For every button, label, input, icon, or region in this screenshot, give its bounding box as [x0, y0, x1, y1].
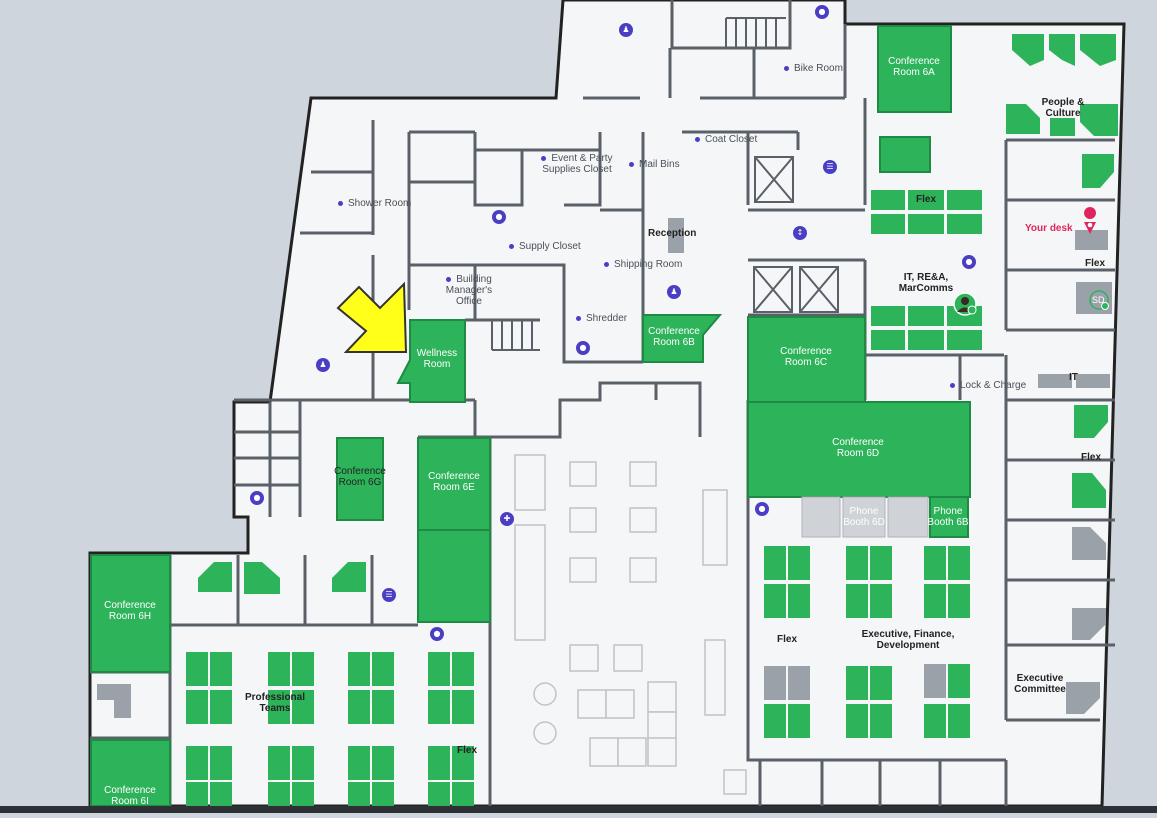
poi-label-building-manager[interactable]: Building Manager's Office	[445, 274, 493, 307]
room-label-conf-6g[interactable]: Conference Room 6G	[334, 466, 386, 488]
amenity-icon[interactable]: ●	[492, 210, 506, 224]
room-label-people-culture[interactable]: People & Culture	[1041, 97, 1085, 119]
zone-label-flex-bottom: Flex	[777, 634, 798, 645]
zone-label-flex-prof: Flex	[457, 745, 478, 756]
amenity-icon[interactable]: ●	[576, 341, 590, 355]
zone-label-it: IT	[1069, 372, 1078, 383]
poi-label-shredder[interactable]: Shredder	[576, 313, 627, 324]
room-label-conf-6a[interactable]: Conference Room 6A	[888, 56, 940, 78]
zone-label-flex-right-2: Flex	[1081, 452, 1102, 463]
poi-label-mail-bins[interactable]: Mail Bins	[629, 159, 680, 170]
amenity-icon[interactable]: ●	[430, 627, 444, 641]
phone-booth-6d	[801, 496, 929, 538]
zone-label-exec-fin-dev: Executive, Finance, Development	[861, 629, 955, 651]
accessible-restroom-icon[interactable]: ●	[815, 5, 829, 19]
amenity-icon[interactable]: ●	[250, 491, 264, 505]
room-label-conf-6c[interactable]: Conference Room 6C	[780, 346, 832, 368]
poi-label-coat-closet[interactable]: Coat Closet	[695, 134, 757, 145]
bottom-bar	[0, 806, 1157, 813]
restroom-icon[interactable]: ♟	[619, 23, 633, 37]
poi-label-lock-charge[interactable]: Lock & Charge	[950, 380, 1026, 391]
room-label-conf-6h[interactable]: Conference Room 6H	[104, 600, 156, 622]
your-desk-label[interactable]: Your desk	[1025, 223, 1073, 234]
poi-label-event-party-closet[interactable]: Event & Party Supplies Closet	[541, 153, 613, 175]
initials-avatar	[1089, 290, 1109, 310]
room-label-phone-6b[interactable]: Phone Booth 6B	[927, 506, 969, 528]
room-label-conf-6e[interactable]: Conference Room 6E	[428, 471, 480, 493]
room-label-conf-6b[interactable]: Conference Room 6B	[648, 326, 700, 348]
room-label-conf-6d[interactable]: Conference Room 6D	[832, 437, 884, 459]
kitchen-icon[interactable]: ☰	[382, 588, 396, 602]
conference-rooms	[90, 25, 971, 807]
kitchen-icon[interactable]: ☰	[823, 160, 837, 174]
room-label-exec-committee[interactable]: Executive Committee	[1014, 673, 1066, 695]
room-label-wellness-room[interactable]: Wellness Room	[416, 348, 458, 370]
zone-label-professional-teams: Professional Teams	[244, 692, 306, 714]
restroom-icon[interactable]: ♟	[316, 358, 330, 372]
zone-label-flex-top: Flex	[916, 194, 937, 205]
dining-icon[interactable]: ✚	[500, 512, 514, 526]
amenity-icon[interactable]: ●	[755, 502, 769, 516]
avatar	[953, 292, 977, 316]
zone-label-flex-right: Flex	[1085, 258, 1106, 269]
room-label-reception[interactable]: Reception	[648, 228, 697, 239]
elevators	[753, 156, 839, 313]
info-icon[interactable]: ↕	[793, 226, 807, 240]
amenity-icon[interactable]: ●	[962, 255, 976, 269]
stairs	[491, 17, 786, 351]
poi-label-bike-room[interactable]: Bike Room	[784, 63, 843, 74]
poi-label-shipping-room[interactable]: Shipping Room	[604, 259, 682, 270]
zone-label-it-rea-marcomms: IT, RE&A, MarComms	[898, 272, 954, 294]
reception-desk	[668, 218, 684, 253]
poi-label-shower-room[interactable]: Shower Room	[338, 198, 411, 209]
gray-desks	[97, 230, 1112, 718]
avatar-initials: SD	[1092, 295, 1105, 305]
poi-label-supply-closet[interactable]: Supply Closet	[509, 241, 581, 252]
desk-clusters	[186, 34, 1118, 806]
your-desk-pin	[1084, 207, 1097, 234]
room-label-conf-6i[interactable]: Conference Room 6I	[104, 785, 156, 807]
room-label-phone-6d[interactable]: Phone Booth 6D	[843, 506, 885, 528]
cafe-furniture	[514, 454, 747, 795]
reception-icon[interactable]: ♟	[667, 285, 681, 299]
highlight-arrow	[336, 281, 408, 353]
